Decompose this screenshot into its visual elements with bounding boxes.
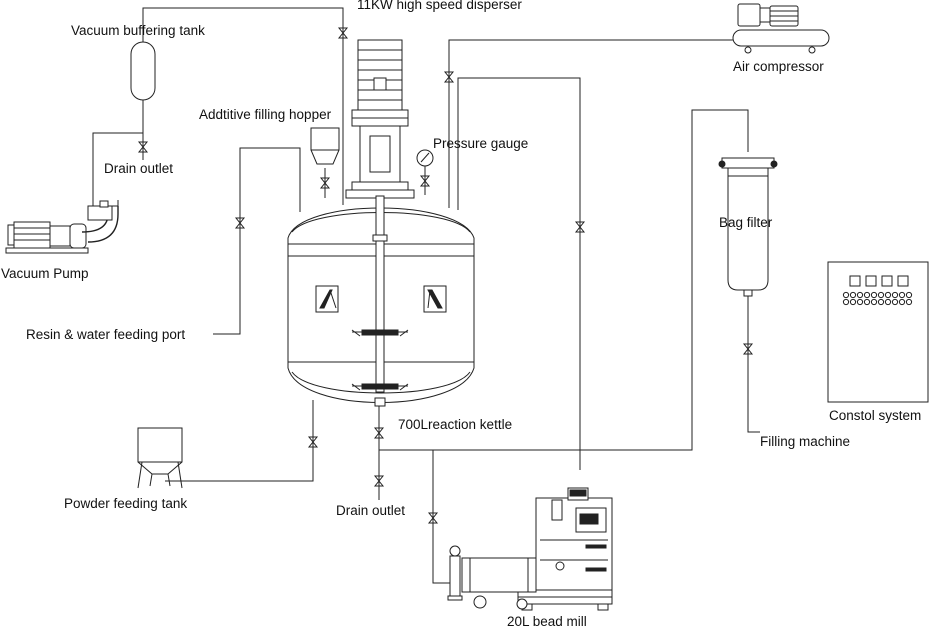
resin-port-label: Resin & water feeding port [26,327,185,342]
piping [92,7,760,584]
bag-filter-label: Bag filter [719,215,773,230]
vacuum-pump-label: Vacuum Pump [1,266,89,281]
valves [137,27,754,524]
valve-icon[interactable] [137,141,149,153]
valve-icon[interactable] [742,343,754,355]
powder-feeding-tank [137,427,183,489]
control-system-label: Constol system [829,408,921,423]
valve-icon[interactable] [373,427,385,439]
additive-hopper-label: Addtitive filling hopper [199,107,332,122]
valve-icon[interactable] [427,512,439,524]
valve-icon[interactable] [319,177,331,189]
reaction-kettle [287,195,475,407]
agitator-blade-icon [351,329,409,337]
valve-icon[interactable] [234,217,246,229]
valve-icon[interactable] [574,221,586,233]
bag-filter [718,157,778,297]
bead-mill [447,487,613,611]
agitator-blade-icon [351,383,409,391]
filling-machine-label: Filling machine [760,434,850,449]
drain-outlet-top-label: Drain outlet [104,161,173,176]
high-speed-disperser [345,39,415,219]
buffer-tank-label: Vacuum buffering tank [71,23,205,38]
powder-tank-label: Powder feeding tank [64,496,187,511]
control-system-cabinet [827,261,929,403]
pressure-gauge-label: Pressure gauge [433,136,528,151]
valve-icon[interactable] [307,436,319,448]
valve-icon[interactable] [443,71,455,83]
motor-icon [769,5,799,27]
air-compressor-label: Air compressor [733,59,824,74]
indicator-lights [842,291,913,306]
valve-icon[interactable] [373,475,385,487]
valve-icon[interactable] [337,27,349,39]
valve-icon[interactable] [419,175,431,187]
baffle-icon [423,285,447,313]
vacuum-buffering-tank [130,41,156,101]
disperser-label: 11KW high speed disperser [357,0,522,12]
reaction-kettle-label: 700Lreaction kettle [398,417,512,432]
motor-icon [13,221,51,249]
additive-filling-hopper [310,127,340,165]
drain-outlet-bottom-label: Drain outlet [336,503,405,518]
vacuum-pump [5,200,119,254]
pressure-gauge-icon [416,149,434,167]
bead-mill-label: 20L bead mill [507,614,587,626]
air-compressor [732,3,830,54]
baffle-icon [315,285,339,313]
